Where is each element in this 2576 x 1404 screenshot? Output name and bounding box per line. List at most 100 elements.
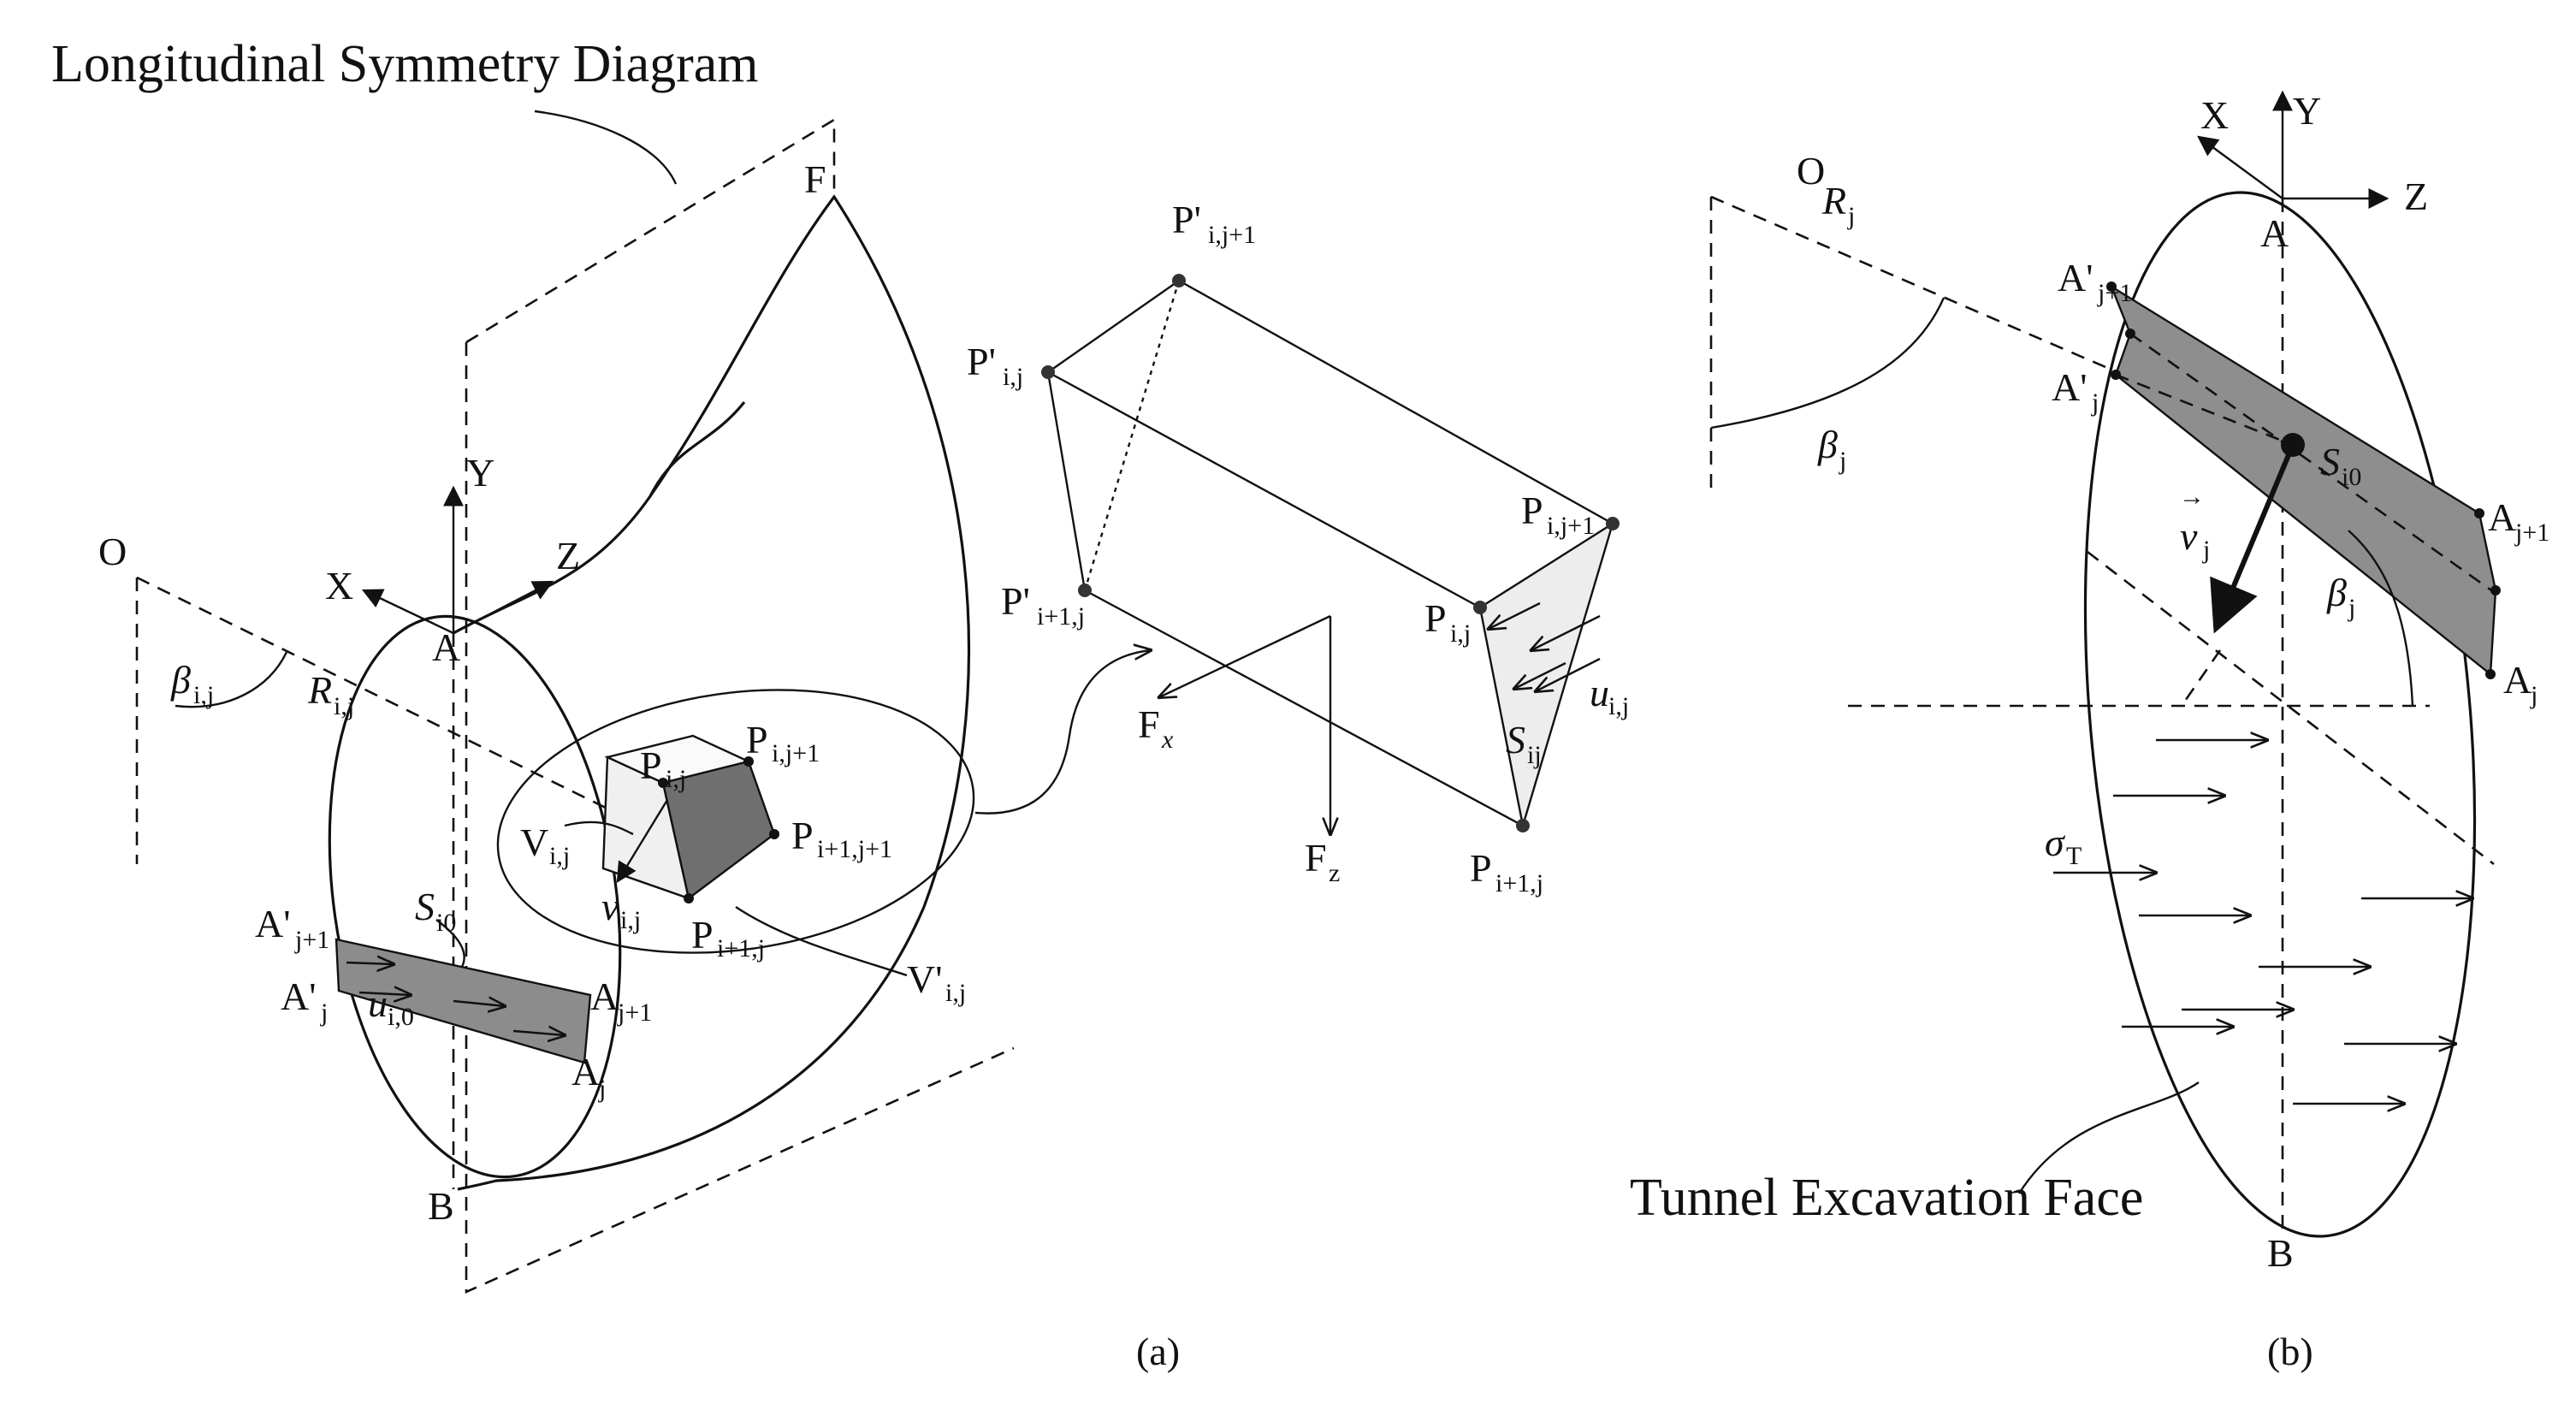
label-ap-j1-a: A' <box>255 902 291 945</box>
label-fx: F <box>1138 702 1160 746</box>
label-ap-j1-a-sub: j+1 <box>294 926 329 954</box>
label-x-a: X <box>325 564 353 607</box>
label-beta-b-lower-sub: j <box>2348 594 2355 622</box>
label-y-a: Y <box>466 451 494 495</box>
strip-a-arrow-4 <box>512 1031 565 1035</box>
panel-a-geometry <box>135 110 1151 1294</box>
label-vel-ij: v <box>601 885 619 928</box>
label-b-b: B <box>2267 1231 2294 1275</box>
label-cube-pi1j-sub: i+1,j <box>717 934 765 963</box>
label-y-b: Y <box>2293 89 2321 133</box>
u-arrow-4 <box>1514 661 1566 689</box>
label-fz-sub: z <box>1329 859 1340 887</box>
u-arrow-2 <box>1531 614 1601 650</box>
element-left-edge <box>1046 371 1087 591</box>
beta-arc <box>175 651 288 708</box>
label-r-a-sub: i,j <box>334 692 354 720</box>
label-p-ij-detail: P <box>1424 596 1447 640</box>
p-i1j-point <box>684 893 694 903</box>
label-v-ij: V <box>520 820 548 864</box>
axis-x-arrow <box>361 589 454 635</box>
label-u-a: u <box>368 981 388 1025</box>
pp-ij1-point <box>1172 274 1186 287</box>
label-r-b: R <box>1821 179 1846 222</box>
p-ij1-point <box>743 756 754 767</box>
label-s-a: S <box>415 885 435 928</box>
b-strip-mid-left-point <box>2125 329 2135 339</box>
label-r-b-sub: j <box>1847 202 1855 230</box>
label-p-i1j-detail: P <box>1470 846 1492 890</box>
label-pp-ij-sub: i,j <box>1003 363 1023 391</box>
label-vj-arrow-glyph: → <box>2179 483 2205 511</box>
caption-a: (a) <box>1136 1330 1180 1373</box>
pp-i1j-point <box>1078 584 1092 597</box>
label-vel-ij-sub: i,j <box>620 906 641 934</box>
p-ij1-detail-point <box>1606 517 1620 530</box>
b-strip-mid-right-point <box>2490 585 2501 595</box>
label-pp-i1j: P' <box>1001 579 1030 623</box>
label-ap-j1-b: A' <box>2058 256 2093 299</box>
b-normal-dashed <box>2087 550 2495 866</box>
b-strip <box>2109 284 2497 677</box>
panel-a-element <box>1041 274 1620 834</box>
si0-leader <box>435 919 465 968</box>
b-vj-arrow <box>2210 443 2295 634</box>
label-beta-b-lower: β <box>2326 571 2347 614</box>
vp-ij-leader <box>735 906 908 977</box>
label-pp-ij: P' <box>967 340 996 383</box>
v-ij-arrow <box>616 799 669 884</box>
p-ij-point <box>658 778 668 788</box>
strip-a-arrow-2 <box>358 992 411 995</box>
caption-b: (b) <box>2267 1330 2313 1373</box>
b-ap-j-point <box>2111 370 2121 380</box>
u-arrow-1 <box>1489 601 1541 629</box>
label-a-b: A <box>2260 211 2289 255</box>
o-radius-dashed <box>136 576 617 815</box>
label-vj: v <box>2180 514 2198 558</box>
label-sigma-sub: T <box>2066 842 2082 870</box>
b-ap-j1-point <box>2106 281 2117 292</box>
title-face: Tunnel Excavation Face <box>1630 1169 2143 1227</box>
tunnel-crest-curve <box>648 400 746 497</box>
label-a-j1-a-sub: j+1 <box>617 998 652 1027</box>
b-face-ellipse <box>2083 191 2477 1238</box>
label-f: F <box>804 157 826 201</box>
label-vp-ij: V' <box>907 957 943 1001</box>
label-fx-sub: x <box>1161 726 1174 754</box>
label-ap-j1-b-sub: j+1 <box>2097 279 2132 307</box>
b-beta-arc-lower <box>2348 530 2414 707</box>
b-o-radius <box>1710 195 2144 385</box>
label-r-a: R <box>307 668 332 712</box>
tunnel-ellipse <box>328 614 622 1179</box>
label-o-b: O <box>1797 149 1825 193</box>
label-u-ij-sub: i,j <box>1608 692 1629 720</box>
b-axis-x <box>2197 135 2283 199</box>
b-a-j-point <box>2485 669 2496 679</box>
label-vj-sub: j <box>2202 536 2210 564</box>
b-strip-centerline <box>2129 332 2492 592</box>
label-sij: S <box>1506 718 1525 761</box>
p-ij-detail-point <box>1473 601 1487 614</box>
b-a-j1-point <box>2474 508 2484 518</box>
label-s-b: S <box>2320 440 2340 483</box>
label-s-a-sub: i0 <box>436 909 456 937</box>
label-b-a: B <box>428 1184 454 1228</box>
zoom-connector-arrow <box>974 650 1151 815</box>
element-hidden-edge <box>1083 280 1181 591</box>
label-a-a: A <box>432 625 460 669</box>
label-a-j-b-sub: j <box>2530 681 2538 709</box>
label-v-ij-sub: i,j <box>549 842 570 870</box>
label-cube-pij1: P <box>746 718 768 761</box>
element-mid-edge <box>1047 370 1481 609</box>
label-cube-pij: P <box>640 743 662 787</box>
symmetry-plane <box>465 117 1015 1294</box>
label-fz: F <box>1305 836 1327 880</box>
label-p-ij-detail-sub: i,j <box>1450 619 1471 648</box>
strip-a-arrow-1 <box>346 963 394 964</box>
label-a-j1-b: A <box>2488 495 2516 539</box>
label-p-ij1-detail: P <box>1521 489 1543 532</box>
label-ap-j-b: A' <box>2052 365 2087 409</box>
label-z-b: Z <box>2404 175 2428 218</box>
label-a-j1-b-sub: j+1 <box>2514 518 2549 547</box>
labels: Longitudinal Symmetry Diagram Tunnel Exc… <box>51 35 2549 1373</box>
